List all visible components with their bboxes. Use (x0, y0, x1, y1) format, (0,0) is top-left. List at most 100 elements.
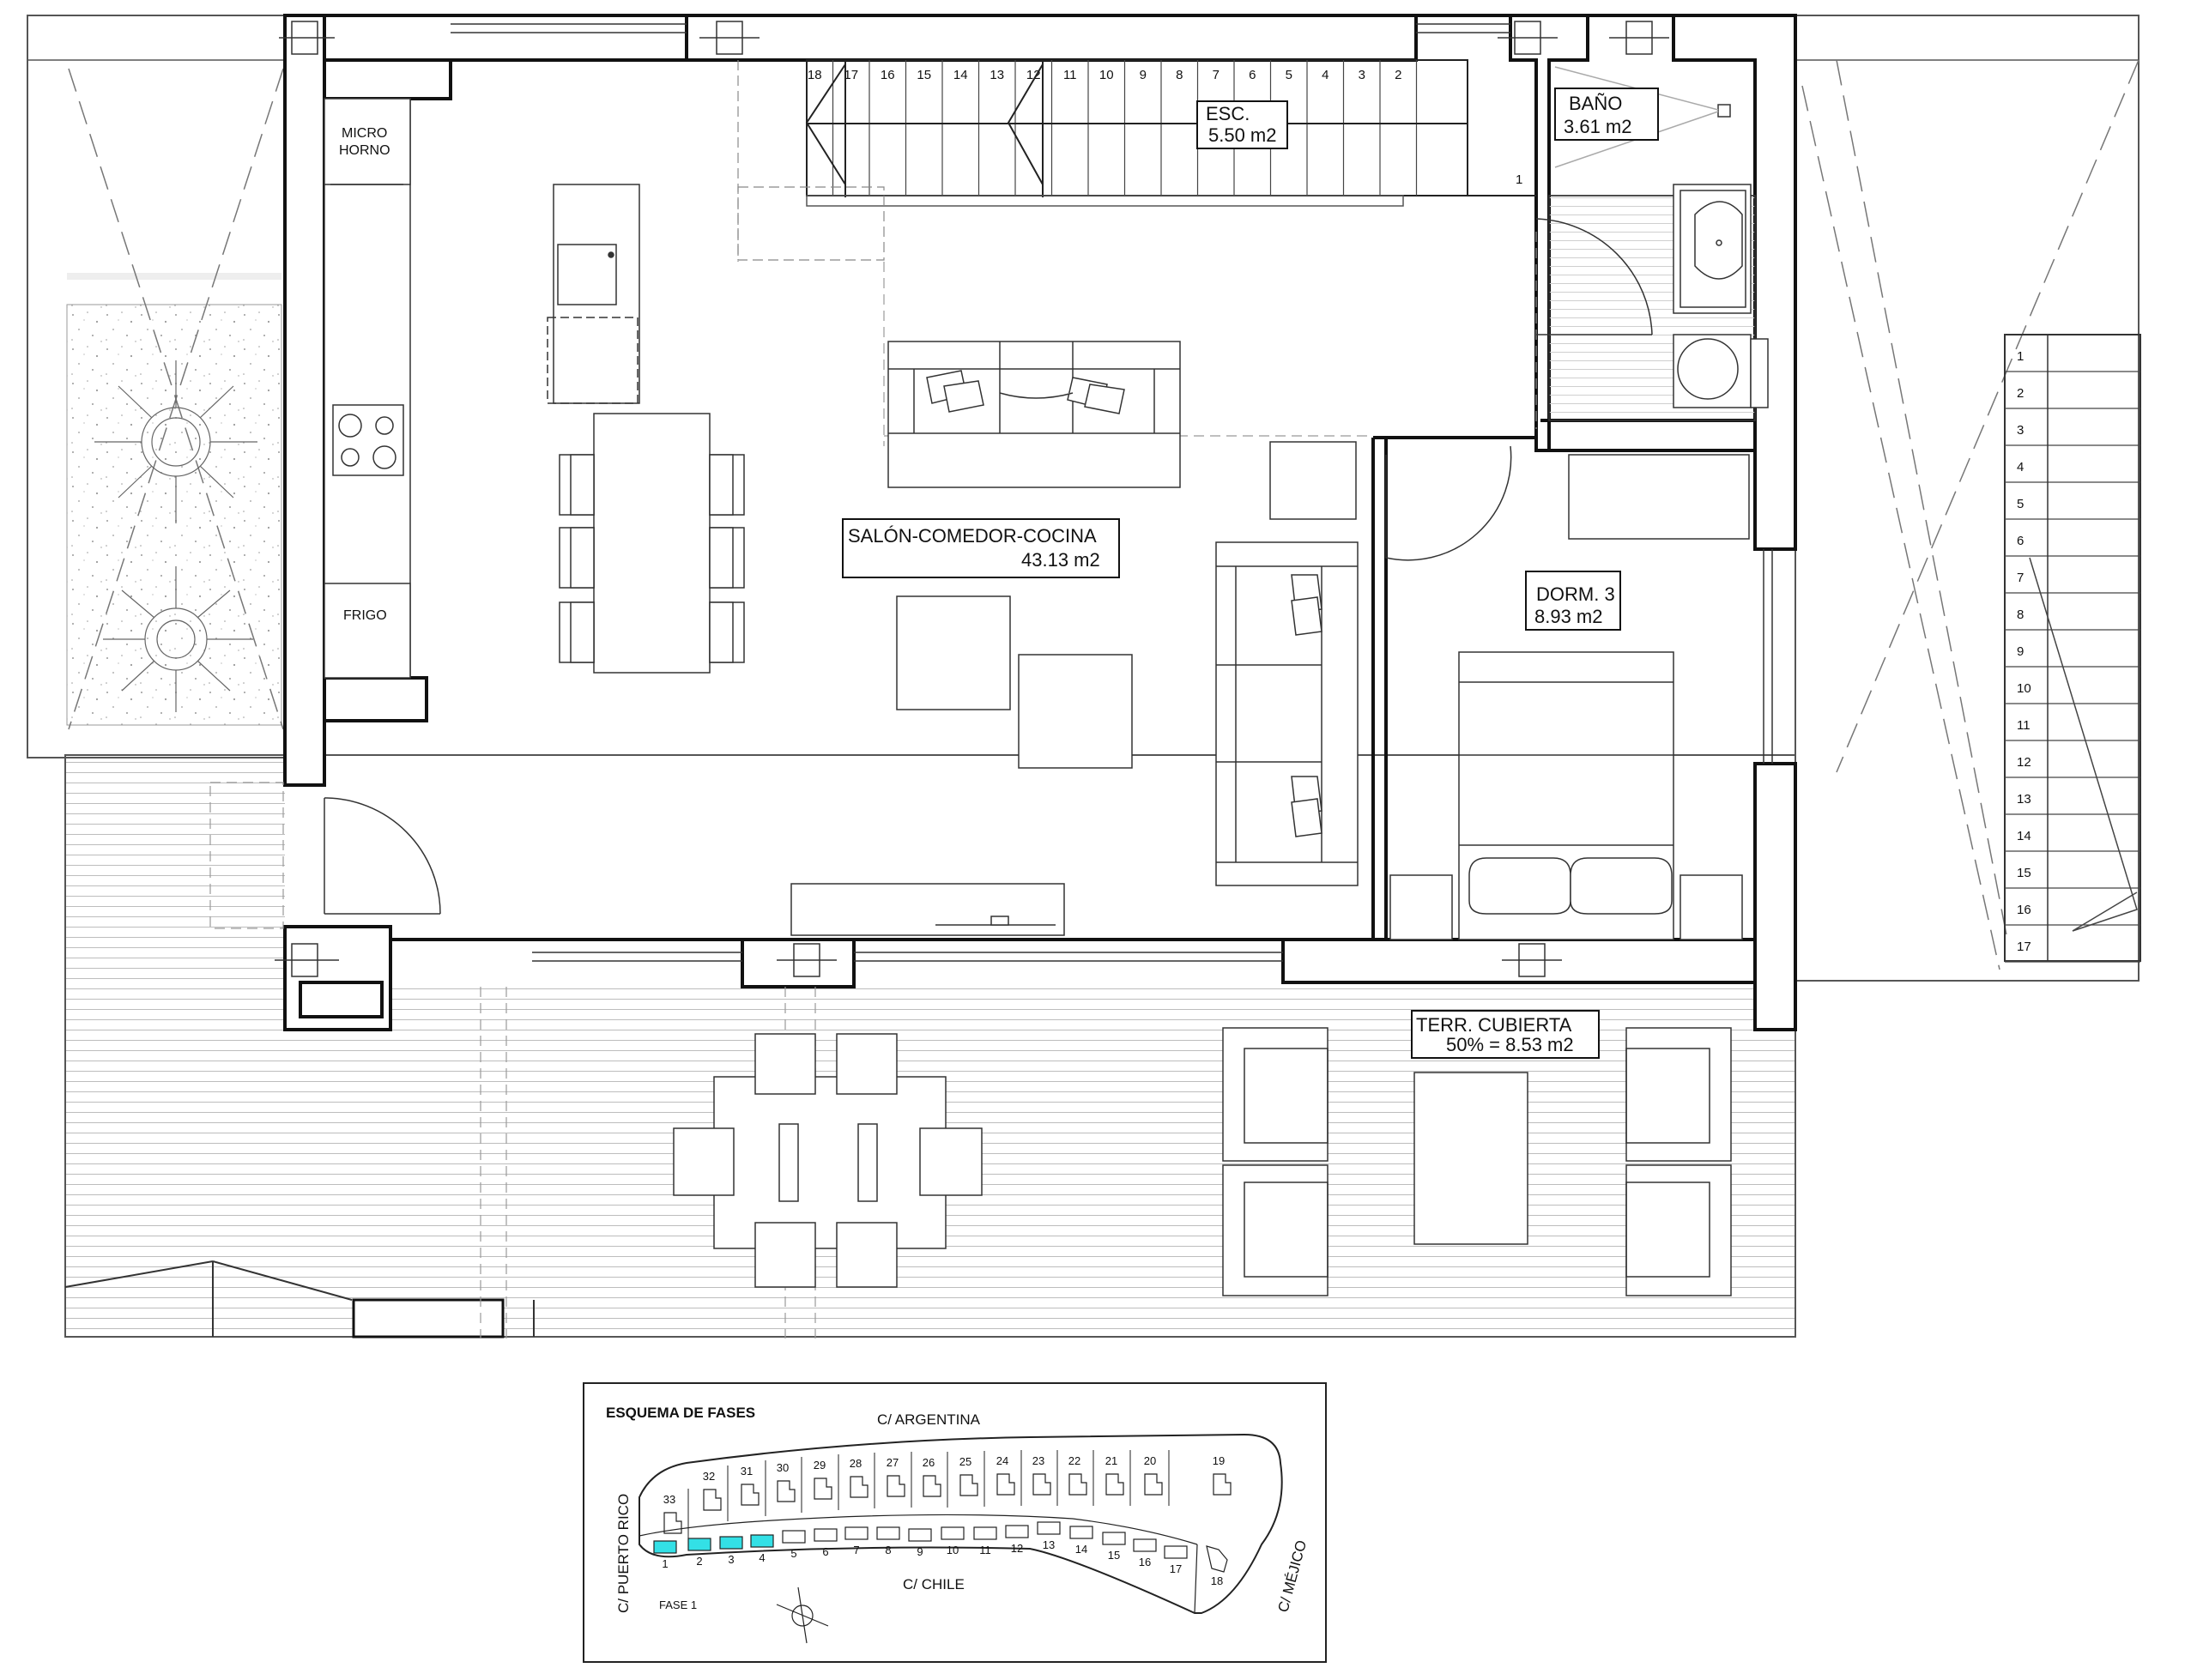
right-void (1795, 15, 2140, 982)
stair-step-number: 18 (808, 68, 822, 82)
dorm-area: 8.93 m2 (1534, 606, 1603, 627)
stair-step-number: 9 (2017, 644, 2024, 659)
lot-footprint (741, 1484, 760, 1506)
stair-step-number: 4 (1322, 68, 1328, 82)
stair-step-number: 11 (1063, 68, 1077, 82)
stair-step-number: 13 (990, 68, 1004, 82)
lot-footprint (1133, 1538, 1157, 1552)
lot-number: 28 (850, 1457, 862, 1470)
stair-step-number: 7 (2017, 571, 2024, 585)
lot-number: 13 (1043, 1538, 1055, 1551)
phase-map-title: ESQUEMA DE FASES (606, 1405, 755, 1421)
lot-number: 17 (1170, 1562, 1182, 1575)
street-north: C/ ARGENTINA (877, 1411, 981, 1428)
lot-footprint (908, 1528, 932, 1542)
lot-number: 9 (917, 1545, 923, 1558)
entrance-door (324, 797, 441, 915)
lot-footprint (1005, 1525, 1029, 1538)
lot-footprint (844, 1526, 869, 1540)
lot-number: 5 (790, 1547, 796, 1560)
esc-area: 5.50 m2 (1208, 124, 1277, 146)
micro-label-1: MICRO (342, 126, 387, 141)
lot-number: 15 (1108, 1549, 1120, 1562)
stair-step-number: 10 (1099, 68, 1114, 82)
lot-footprint (703, 1489, 722, 1511)
lot-footprint (814, 1478, 832, 1500)
living-furniture (790, 441, 1357, 936)
phase-map: ESQUEMA DE FASES C/ ARGENTINA C/ CHILE C… (583, 1382, 1327, 1663)
lot-number: 8 (885, 1544, 891, 1556)
stair-step-number: 5 (1286, 68, 1292, 82)
stair-step-number: 12 (1026, 68, 1041, 82)
walls (283, 14, 1797, 1031)
bedroom (1385, 445, 1750, 940)
lot-number: 1 (662, 1557, 668, 1570)
stair-step-number: 17 (844, 68, 858, 82)
cooktop-icon (332, 404, 404, 476)
lot-footprint (923, 1475, 941, 1497)
stair-step-number: 6 (2017, 534, 2024, 548)
lot-number: 23 (1032, 1454, 1044, 1467)
lot-footprint (996, 1473, 1015, 1496)
lot-footprint (1164, 1545, 1188, 1559)
lot-footprint (1037, 1521, 1061, 1535)
lot-footprint (959, 1474, 978, 1496)
palm-tree-icon (103, 566, 253, 712)
lot-number: 24 (996, 1454, 1008, 1467)
palm-tree-icon (94, 360, 257, 523)
stair-step-number: 15 (917, 68, 931, 82)
left-patio (27, 15, 286, 758)
lot-footprint (1032, 1473, 1051, 1496)
street-south: C/ CHILE (903, 1576, 965, 1592)
lot-footprint (777, 1480, 796, 1502)
lot-number: 6 (822, 1545, 828, 1558)
lot-number: 26 (923, 1456, 935, 1469)
lot-number: 10 (947, 1544, 959, 1556)
lot-footprint (1213, 1473, 1232, 1496)
stair-step-number: 14 (953, 68, 968, 82)
phase-1-lot (750, 1534, 774, 1548)
dorm-name: DORM. 3 (1536, 583, 1615, 605)
stair-step-number: 8 (2017, 607, 2024, 622)
bathroom (1535, 66, 1769, 421)
stair-step-number: 9 (1140, 68, 1147, 82)
lot-number: 7 (853, 1544, 859, 1556)
lot-number: 30 (777, 1461, 789, 1474)
lot-footprint (814, 1528, 838, 1542)
lot-number: 21 (1105, 1454, 1117, 1467)
stair-step-number: 3 (2017, 423, 2024, 438)
phase-1-label: FASE 1 (659, 1598, 697, 1611)
north-arrow-icon (776, 1586, 829, 1644)
lot-number: 29 (814, 1459, 826, 1472)
stair-step-number: 3 (1359, 68, 1365, 82)
stair-step-number: 16 (881, 68, 895, 82)
stair-step-number: 2 (2017, 386, 2024, 401)
living-sofa (887, 341, 1181, 488)
stair-step-number: 11 (2017, 718, 2031, 733)
lot-number: 20 (1144, 1454, 1156, 1467)
stair-step-number: 4 (2017, 460, 2024, 474)
lot-number: 18 (1211, 1574, 1223, 1587)
bano-area: 3.61 m2 (1564, 116, 1632, 137)
lot-number: 32 (703, 1470, 715, 1483)
terraza-area: 50% = 8.53 m2 (1446, 1034, 1574, 1055)
phase-1-lot (653, 1540, 677, 1554)
lot-footprint (1068, 1473, 1087, 1496)
lot-number: 4 (759, 1551, 765, 1564)
lot-footprint (1144, 1473, 1163, 1496)
side-sofa (1215, 541, 1359, 886)
lot-number: 14 (1075, 1543, 1087, 1556)
lot-number: 12 (1011, 1542, 1023, 1555)
lot-footprint (1069, 1526, 1093, 1539)
lot-footprint (941, 1526, 965, 1540)
phase-1-lot (719, 1536, 743, 1550)
frigo-label: FRIGO (343, 608, 387, 623)
lot-number: 19 (1213, 1454, 1225, 1467)
stair-step-number: 17 (2017, 940, 2031, 954)
stair-step-number: 8 (1176, 68, 1183, 82)
stair-step-number: 16 (2017, 903, 2031, 917)
stair-step-number: 14 (2017, 829, 2031, 843)
stair-step-start: 1 (1516, 172, 1522, 187)
